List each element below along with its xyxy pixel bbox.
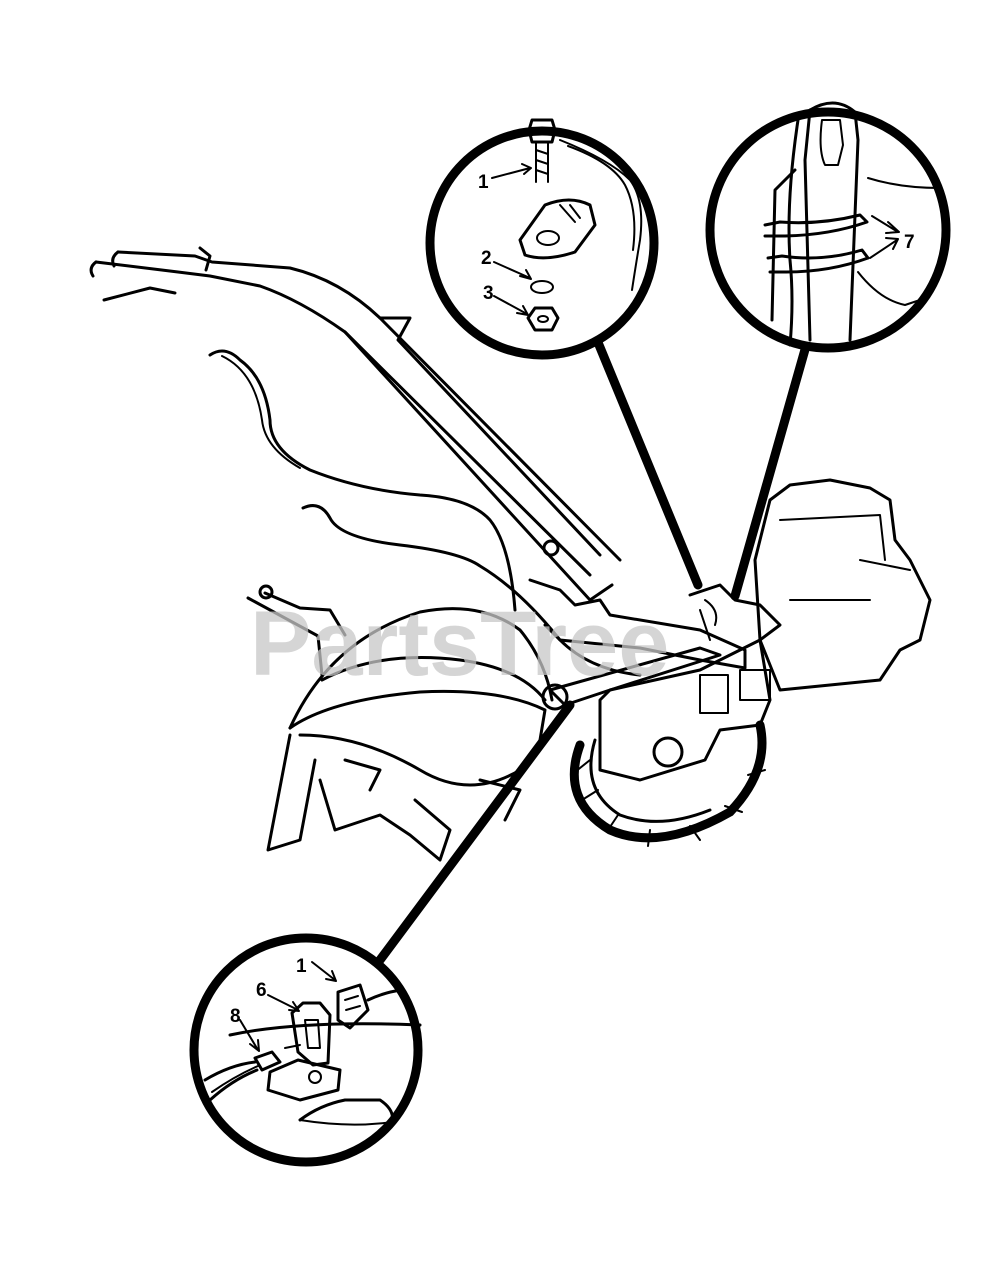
- callout-8: 8: [230, 1006, 241, 1027]
- callout-1: 1: [478, 172, 489, 193]
- callout-6: 6: [256, 980, 267, 1001]
- leader-line-top-left: [592, 335, 703, 590]
- tiller-illustration: [89, 246, 932, 862]
- callout-bottom-1: 1: [296, 956, 307, 977]
- leader-line-top-right: [730, 341, 811, 601]
- detail-circle-top-right: 7: [705, 101, 951, 353]
- leader-line-bottom: [375, 700, 575, 965]
- callout-7: 7: [904, 232, 915, 253]
- watermark: PartsTree: [250, 593, 669, 695]
- detail-circle-top-left: 1 2 3: [425, 118, 659, 360]
- callout-3: 3: [483, 283, 494, 304]
- detail-circle-bottom: 1 6 8: [189, 933, 423, 1167]
- callout-2: 2: [481, 248, 492, 269]
